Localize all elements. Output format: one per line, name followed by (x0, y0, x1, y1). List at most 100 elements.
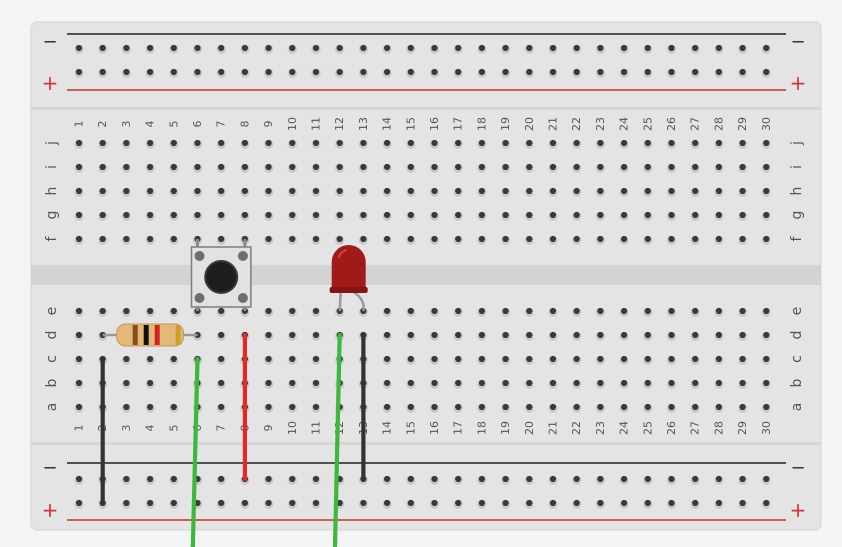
rail-top-hole-1-1 (99, 68, 106, 76)
hole-j26 (668, 139, 675, 147)
bottom-column-number-30: 30 (760, 421, 773, 435)
rail-top-hole-1-16 (455, 68, 462, 76)
top-column-number-11: 11 (310, 117, 323, 131)
top-column-number-25: 25 (641, 117, 654, 131)
top-column-number-23: 23 (594, 117, 607, 131)
rail-bottom-hole-0-20 (549, 475, 557, 483)
rail-bottom-hole-1-11 (336, 499, 343, 507)
left-row-letter-b: b (44, 378, 60, 387)
top-column-number-18: 18 (475, 117, 488, 131)
hole-i23 (597, 163, 604, 171)
top-column-number-26: 26 (665, 117, 678, 131)
hole-f11 (312, 235, 320, 243)
rail-bottom-hole-1-19 (526, 499, 533, 507)
green-wire-2[interactable] (332, 332, 342, 547)
rail-bottom-hole-1-17 (478, 499, 485, 507)
rail-top-hole-0-5 (194, 44, 201, 52)
led-rim (329, 287, 368, 293)
rail-top-hole-0-9 (289, 44, 296, 52)
rail-top-hole-1-29 (763, 68, 770, 76)
rail-top-hole-0-22 (597, 44, 604, 52)
led[interactable] (329, 245, 368, 312)
hole-f23 (597, 235, 604, 243)
hole-g17 (455, 211, 462, 219)
hole-e29 (739, 307, 746, 315)
top-column-number-21: 21 (547, 117, 560, 131)
hole-f4 (147, 235, 154, 243)
hole-a28 (715, 403, 723, 411)
rail-bottom-hole-0-21 (573, 475, 580, 483)
hole-g15 (407, 211, 414, 219)
hole-g23 (597, 211, 604, 219)
hole-g12 (336, 211, 343, 219)
rail-top-hole-0-12 (360, 44, 367, 52)
hole-j12 (336, 139, 343, 147)
hole-f19 (502, 235, 509, 243)
right-row-letter-i: i (789, 165, 805, 169)
resistor[interactable] (102, 323, 198, 347)
top-column-number-29: 29 (736, 117, 749, 131)
rail-bottom-hole-0-19 (526, 475, 533, 483)
pushbutton-cap (204, 260, 239, 294)
hole-c28 (715, 355, 723, 363)
rail-bottom-hole-0-2 (123, 475, 130, 483)
rail-top-hole-1-27 (715, 68, 723, 76)
hole-c5 (170, 355, 177, 363)
hole-i22 (573, 163, 580, 171)
hole-g26 (668, 211, 675, 219)
bottom-rail-divider (31, 442, 821, 445)
right-row-letter-j: j (789, 141, 805, 146)
hole-d9 (265, 331, 272, 339)
rail-top-hole-1-28 (739, 68, 746, 76)
hole-c9 (265, 355, 272, 363)
hole-h14 (384, 187, 391, 195)
led-leg-1 (338, 291, 342, 312)
hole-j11 (312, 139, 320, 147)
rail-top-hole-1-3 (147, 68, 154, 76)
top-column-number-4: 4 (144, 121, 157, 128)
hole-f30 (763, 235, 770, 243)
hole-d1 (75, 331, 83, 339)
hole-a26 (668, 403, 675, 411)
green-wire-1[interactable] (190, 356, 200, 547)
hole-j16 (431, 139, 438, 147)
hole-g7 (218, 211, 225, 219)
rail-top-hole-1-20 (549, 68, 557, 76)
hole-e26 (668, 307, 675, 315)
hole-h4 (147, 187, 154, 195)
resistor-band-4 (175, 325, 181, 345)
hole-b28 (715, 379, 723, 387)
hole-a30 (763, 403, 770, 411)
rail-bottom-hole-1-0 (75, 499, 83, 507)
hole-j29 (739, 139, 746, 147)
rail-top-hole-1-4 (170, 68, 177, 76)
hole-f17 (455, 235, 462, 243)
rail-bottom-hole-1-2 (123, 499, 130, 507)
hole-j30 (763, 139, 770, 147)
led-highlight (337, 249, 347, 259)
bottom-column-number-16: 16 (428, 421, 441, 435)
bottom-column-number-9: 9 (262, 425, 275, 432)
hole-g10 (289, 211, 296, 219)
top-column-number-2: 2 (96, 121, 109, 128)
right-row-letter-c: c (789, 355, 805, 363)
bottom-column-number-18: 18 (475, 421, 488, 435)
top-column-number-13: 13 (357, 117, 370, 131)
hole-b18 (478, 379, 485, 387)
hole-c15 (407, 355, 414, 363)
hole-j7 (218, 139, 225, 147)
hole-a22 (573, 403, 580, 411)
hole-b17 (455, 379, 462, 387)
rail-top-hole-0-4 (170, 44, 177, 52)
hole-b24 (621, 379, 628, 387)
pushbutton[interactable] (190, 239, 252, 311)
hole-j18 (478, 139, 485, 147)
hole-g25 (644, 211, 651, 219)
hole-j28 (715, 139, 723, 147)
hole-j17 (455, 139, 462, 147)
hole-d7 (218, 331, 225, 339)
top-column-number-10: 10 (286, 117, 299, 131)
hole-b10 (289, 379, 296, 387)
hole-a20 (526, 403, 533, 411)
